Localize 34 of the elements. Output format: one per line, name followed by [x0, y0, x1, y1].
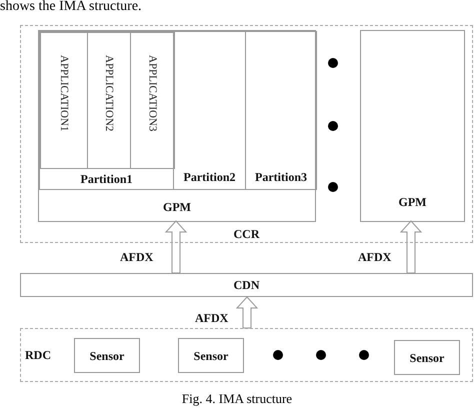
application-label: APPLICATION1 — [58, 55, 70, 132]
application-label: APPLICATION2 — [103, 55, 115, 132]
container-label: CCR — [234, 228, 260, 240]
edge-label: AFDX — [120, 251, 154, 263]
sensor-box — [394, 340, 460, 375]
text-fragment: shows the IMA structure. — [0, 0, 142, 14]
sensor-box — [178, 338, 244, 373]
application-box — [130, 32, 175, 169]
module-box — [360, 30, 465, 222]
application-label: APPLICATION3 — [146, 55, 158, 132]
sensor-label: Sensor — [410, 352, 444, 364]
edge-label: AFDX — [195, 312, 228, 324]
sensor-label: Sensor — [194, 350, 228, 362]
module-label: GPM — [398, 196, 426, 208]
group-label: RDC — [25, 349, 51, 361]
bus-label: CDN — [234, 279, 260, 291]
partition-box — [173, 31, 246, 190]
sensor-label: Sensor — [90, 350, 124, 362]
application-box — [87, 32, 131, 169]
partition-box — [39, 31, 174, 190]
partition-label: Partition1 — [80, 173, 132, 185]
figure-caption: Fig. 4. IMA structure — [180, 391, 294, 407]
edge-label: AFDX — [358, 251, 392, 263]
sensor-box — [74, 338, 140, 373]
hollow-arrow — [400, 220, 422, 274]
hollow-arrow — [236, 296, 258, 328]
hollow-arrow — [164, 220, 188, 274]
partition-label: Partition2 — [184, 171, 236, 183]
module-box — [38, 30, 316, 222]
application-box — [40, 32, 88, 169]
partition-label: Partition3 — [255, 171, 307, 183]
bus-bar — [20, 273, 473, 297]
partition-box — [245, 31, 317, 190]
module-label: GPM — [163, 201, 191, 213]
